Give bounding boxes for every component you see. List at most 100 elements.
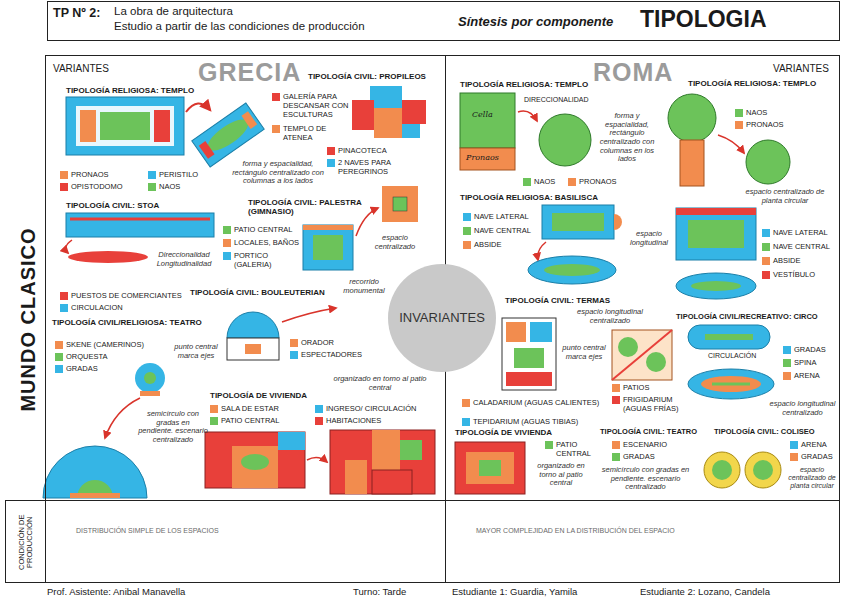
legend-text: HABITACIONES	[326, 416, 435, 425]
bouleuterion-plan	[282, 308, 336, 322]
roman-house-plan	[455, 442, 525, 494]
legend-swatch	[523, 178, 531, 186]
type-heading: TIPOLOGÍA CIVIL: COLISEO	[714, 428, 815, 437]
baths-plan	[506, 372, 552, 386]
basilica-plan	[676, 273, 756, 299]
greek-house-plan	[232, 446, 278, 488]
greek-temple-diagram	[192, 103, 264, 167]
note-text: espacio centralizado de planta circular	[784, 466, 840, 490]
legend-item: PRONAOS	[60, 170, 140, 179]
legend-text: PATIO CENTRAL	[221, 416, 310, 425]
legend-item: PRONAOS	[735, 120, 795, 129]
greek-house-plan	[400, 440, 422, 460]
legend-item: NAVE CENTRAL	[463, 226, 538, 235]
greek-house-plan	[307, 457, 327, 462]
baths-plan	[502, 318, 556, 390]
legend-swatch	[148, 183, 156, 191]
palestra-plan	[313, 235, 343, 260]
legend-text: INGRESO/ CIRCULACIÓN	[326, 404, 435, 413]
roman-temple-plan	[460, 93, 790, 186]
footer-text: Estudiante 2: Lozano, Candela	[640, 587, 770, 598]
legend-item: CIRCULACION	[60, 303, 190, 312]
type-heading: TIPOLOGÍA RELIGIOSA: TEMPLO	[460, 80, 588, 89]
legend-item: SALA DE ESTAR	[210, 404, 310, 413]
plan-label: CIRCULACIÓN	[708, 352, 756, 360]
legend-swatch	[790, 453, 798, 461]
legend-item: 2 NAVES PARA PEREGRINOS	[327, 158, 437, 176]
note-text: organizado en torno al patio central	[330, 375, 430, 392]
note-text: espacio longitudinal	[626, 230, 672, 247]
legend-swatch	[735, 121, 743, 129]
legend-text: NAOS	[534, 177, 568, 186]
plan-label: Cella	[472, 110, 493, 119]
type-heading: TIPOLOGÍA DE VIVIENDA	[455, 428, 552, 437]
legend-swatch	[735, 109, 743, 117]
legend-item: NAVE CENTRAL	[762, 242, 834, 251]
legend-swatch	[272, 125, 280, 133]
legend-item: LOCALES, BAÑOS	[223, 238, 303, 247]
palestra-plan	[303, 225, 353, 230]
legend-text: PATIO CENTRAL	[234, 225, 303, 234]
greek-house-plan	[205, 432, 305, 488]
stoa-plan	[66, 213, 214, 237]
legend-item: ABSIDE	[762, 256, 834, 265]
legend-text: PUESTOS DE COMERCIANTES	[71, 291, 190, 300]
colosseum-plan	[704, 452, 781, 488]
legend-swatch	[223, 252, 231, 260]
type-heading: TIPOLOGÍA CIVIL: PROPILEOS	[308, 72, 426, 81]
legend-item: PUESTOS DE COMERCIANTES	[60, 291, 190, 300]
row-header-cell: CONDICIÓN DE PRODUCCIÓN	[5, 500, 46, 583]
legend-item: ARENA	[783, 371, 838, 380]
legend-text: PINACOTECA	[338, 146, 437, 155]
condition-cell: MAYOR COMPLEJIDAD EN LA DISTRIBUCIÓN DEL…	[445, 500, 840, 583]
basilica-plan	[691, 281, 741, 291]
legend-item: GRADAS	[790, 452, 838, 461]
node-text: CONDICIÓN DE PRODUCCIÓN	[18, 507, 35, 577]
legend-text: PATIO CENTRAL	[556, 440, 595, 458]
note-text: organizado en torno al patio central	[530, 462, 592, 488]
legend-text: SKENE (CAMERINOS)	[66, 340, 145, 349]
greek-theatre-plan	[135, 363, 165, 393]
legend-swatch	[568, 178, 576, 186]
node-text: GRECIA	[198, 58, 301, 87]
propileos-plan	[352, 100, 374, 130]
circus-plan	[688, 325, 770, 349]
type-heading: TIPOLOGÍA CIVIL: TERMAS	[505, 296, 610, 305]
roman-temple-plan	[460, 93, 515, 148]
greek-temple-plan	[76, 106, 174, 146]
greek-house-plan	[372, 430, 400, 470]
bouleuterion-plan	[227, 338, 279, 360]
legend-item: NAVE LATERAL	[463, 212, 538, 221]
legend-swatch	[272, 93, 280, 101]
legend-swatch	[612, 396, 620, 404]
colosseum-plan	[712, 460, 732, 480]
greek-temple-plan	[66, 97, 264, 167]
greek-theatre-plan	[70, 493, 120, 498]
legend-swatch	[612, 453, 620, 461]
legend-item: ORADOR	[290, 338, 390, 347]
circus-plan	[701, 376, 761, 392]
legend-swatch	[60, 171, 68, 179]
baths-plan	[530, 322, 552, 342]
legend-text: GALERÍA PARA DESCANSAR CON ESCULTURAS	[283, 92, 350, 119]
legend-text: GRADAS	[801, 452, 838, 461]
note-text: espacio centralizado	[365, 234, 425, 251]
legend-text: SALA DE ESTAR	[221, 404, 310, 413]
legend-text: ARENA	[794, 371, 838, 380]
legend-swatch	[612, 384, 620, 392]
basilica-plan	[676, 208, 756, 260]
node-text: DISTRIBUCIÓN SIMPLE DE LOS ESPACIOS	[76, 527, 219, 535]
legend-swatch	[223, 239, 231, 247]
legend-item: PATIO CENTRAL	[545, 440, 595, 458]
roman-temple-plan	[668, 94, 716, 142]
legend-text: NAOS	[159, 182, 218, 191]
page-title: TIPOLOGIA	[640, 6, 767, 32]
note-text: espacio longitudinal centralizado	[560, 308, 660, 325]
legend-text: ORADOR	[301, 338, 390, 347]
legend-text: PRONAOS	[71, 170, 140, 179]
legend-item: NAOS	[148, 182, 218, 191]
legend-item: GALERÍA PARA DESCANSAR CON ESCULTURAS	[272, 92, 350, 119]
baths-plan	[612, 330, 672, 380]
legend-text: ESPECTADORES	[301, 350, 390, 359]
legend-text: NAOS	[746, 108, 795, 117]
